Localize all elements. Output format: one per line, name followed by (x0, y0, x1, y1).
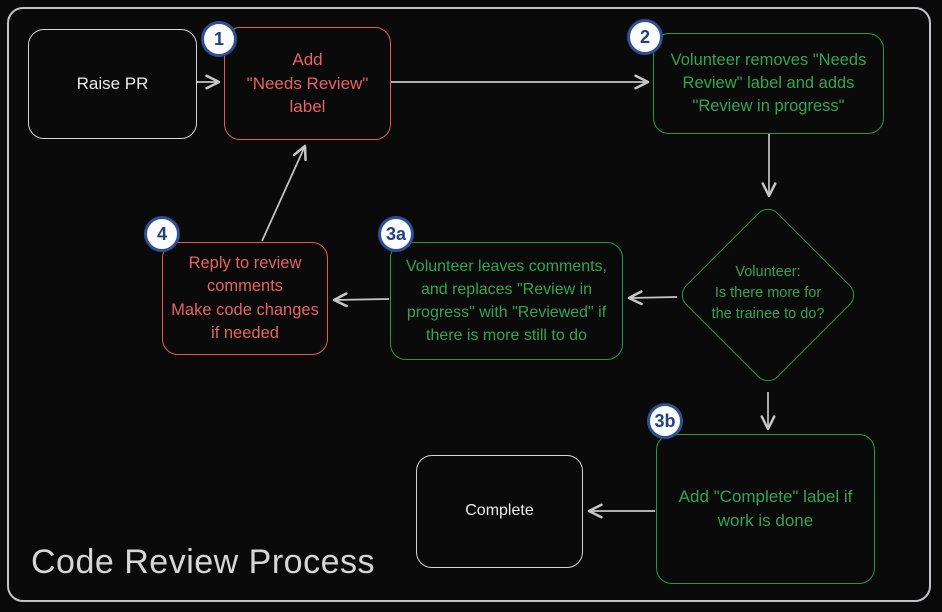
node-add-needs-review-label: Add "Needs Review" label (224, 27, 391, 140)
node-raise-pr: Raise PR (28, 29, 197, 139)
page-title: Code Review Process (31, 543, 375, 581)
node-complete: Complete (416, 455, 583, 568)
outer-frame-border (7, 7, 931, 602)
step-badge-3a: 3a (378, 216, 414, 252)
node-volunteer-leaves-comments: Volunteer leaves comments, and replaces … (390, 242, 623, 360)
step-badge-1: 1 (201, 21, 237, 57)
decision-diamond-label: Volunteer: Is there more for the trainee… (711, 264, 825, 323)
step-badge-4: 4 (144, 216, 180, 252)
step-badge-3b: 3b (647, 403, 683, 439)
node-volunteer-removes-label: Volunteer removes "Needs Review" label a… (653, 33, 884, 134)
node-add-complete-label: Add "Complete" label if work is done (656, 434, 875, 584)
step-badge-2: 2 (627, 19, 663, 55)
node-reply-to-review-comments: Reply to review comments Make code chang… (162, 242, 328, 355)
